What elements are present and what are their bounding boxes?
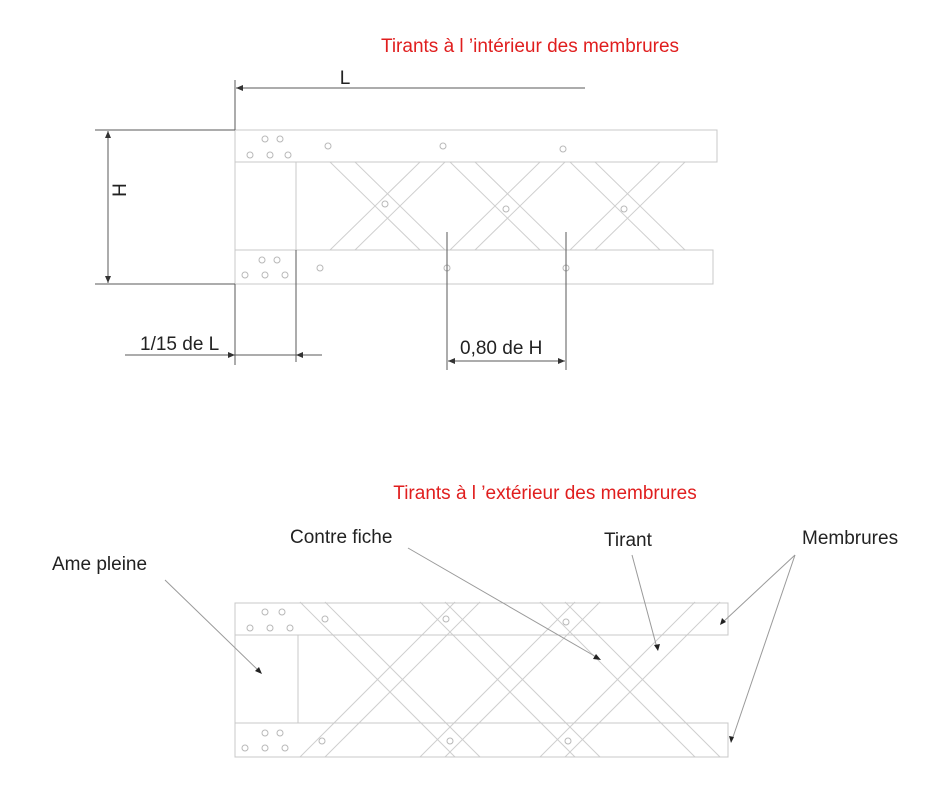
dim-fifteenth-label: 1/15 de L bbox=[140, 334, 219, 355]
callout-arrowheads bbox=[255, 618, 734, 743]
callout-contre-fiche: Contre fiche bbox=[290, 527, 392, 548]
callout-tirant: Tirant bbox=[604, 530, 653, 551]
bottom-bolt-holes bbox=[241, 608, 572, 752]
top-dimension-arrows bbox=[105, 85, 565, 364]
bottom-upper-chord bbox=[234, 602, 729, 636]
top-dimensions bbox=[95, 80, 585, 370]
bottom-title: Tirants à l ’extérieur des membrures bbox=[393, 483, 696, 504]
bottom-truss: Tirants à l ’extérieur des membrures bbox=[52, 483, 898, 758]
top-lower-chord bbox=[234, 249, 714, 285]
bottom-lower-chord bbox=[234, 722, 729, 758]
top-upper-chord bbox=[234, 129, 718, 163]
top-solid-web bbox=[234, 161, 297, 251]
top-bracing bbox=[329, 161, 686, 251]
bottom-solid-web bbox=[234, 634, 299, 724]
dim-L-label: L bbox=[340, 68, 351, 89]
callout-membrures: Membrures bbox=[802, 528, 898, 549]
dim-point-eighty-label: 0,80 de H bbox=[460, 338, 542, 359]
bottom-bracing bbox=[299, 601, 721, 758]
top-bolt-holes bbox=[241, 135, 628, 279]
top-title: Tirants à l ’intérieur des membrures bbox=[381, 36, 679, 57]
top-truss: Tirants à l ’intérieur des membrures bbox=[95, 36, 718, 370]
callout-ame-pleine: Ame pleine bbox=[52, 554, 147, 575]
dim-H-label: H bbox=[110, 183, 131, 197]
callout-leaders bbox=[164, 547, 796, 741]
